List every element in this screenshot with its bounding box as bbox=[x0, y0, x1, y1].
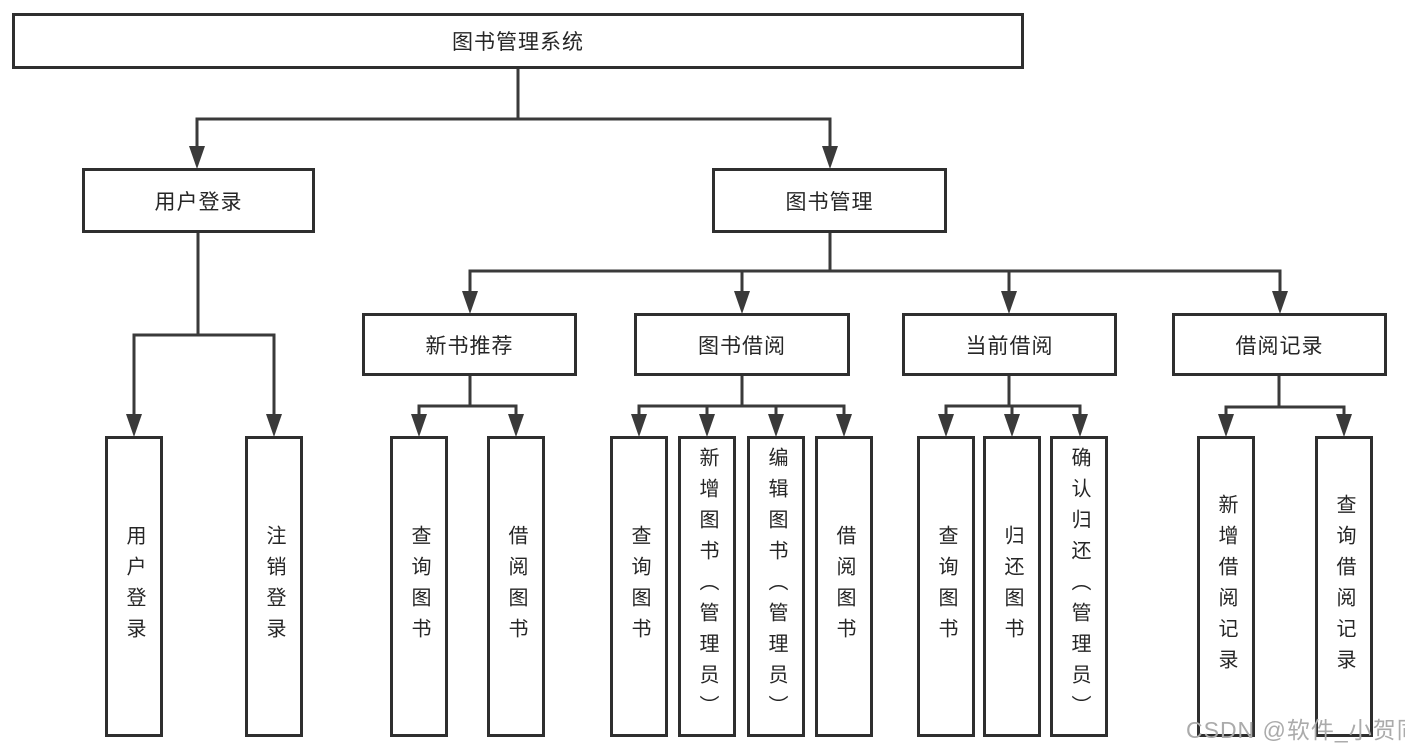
node-leaf-edit-books-admin: 编辑图书（管理员） bbox=[747, 436, 805, 737]
node-label: 用户登录 bbox=[154, 190, 243, 214]
node-borrowing-records: 借阅记录 bbox=[1172, 313, 1387, 376]
node-new-book-recommendation: 新书推荐 bbox=[362, 313, 577, 376]
connector-book-borrow-to-leaves bbox=[631, 374, 852, 437]
node-label: 借阅记录 bbox=[1235, 334, 1324, 358]
node-leaf-query-books-2: 查询图书 bbox=[610, 436, 668, 737]
node-library-management-system: 图书管理系统 bbox=[12, 13, 1024, 69]
node-book-borrowing: 图书借阅 bbox=[634, 313, 850, 376]
node-leaf-query-books-3: 查询图书 bbox=[917, 436, 975, 737]
node-label: 图书管理系统 bbox=[452, 31, 584, 54]
node-leaf-logout: 注销登录 bbox=[245, 436, 303, 737]
node-user-login: 用户登录 bbox=[82, 168, 315, 233]
node-label: 新书推荐 bbox=[425, 334, 514, 358]
node-label: 当前借阅 bbox=[965, 334, 1054, 358]
node-label: 借阅图书 bbox=[505, 524, 527, 649]
csdn-watermark: CSDN @软件_小贺同学 bbox=[1186, 717, 1405, 743]
node-label: 查询图书 bbox=[935, 524, 957, 649]
node-leaf-query-books-1: 查询图书 bbox=[390, 436, 448, 737]
node-label: 查询图书 bbox=[628, 524, 650, 649]
node-label: 新增图书（管理员） bbox=[696, 447, 718, 726]
node-label: 注销登录 bbox=[263, 524, 285, 649]
node-leaf-add-books-admin: 新增图书（管理员） bbox=[678, 436, 736, 737]
node-label: 借阅图书 bbox=[833, 524, 855, 649]
connector-new-book-to-leaves bbox=[411, 374, 524, 437]
node-current-borrowing: 当前借阅 bbox=[902, 313, 1117, 376]
connector-root-to-level2 bbox=[189, 67, 838, 169]
connector-user-login-to-leaves bbox=[126, 231, 282, 437]
node-label: 编辑图书（管理员） bbox=[765, 447, 787, 726]
node-label: 确认归还（管理员） bbox=[1068, 447, 1090, 726]
node-label: 新增借阅记录 bbox=[1215, 493, 1237, 680]
node-label: 归还图书 bbox=[1001, 524, 1023, 649]
node-leaf-add-borrow-record: 新增借阅记录 bbox=[1197, 436, 1255, 737]
node-label: 图书管理 bbox=[785, 190, 874, 214]
node-label: 用户登录 bbox=[123, 524, 145, 649]
connector-current-borrow-to-leaves bbox=[938, 374, 1088, 437]
node-label: 图书借阅 bbox=[698, 334, 786, 358]
node-leaf-borrow-books-1: 借阅图书 bbox=[487, 436, 545, 737]
node-label: 查询借阅记录 bbox=[1333, 493, 1355, 680]
connector-borrow-records-to-leaves bbox=[1218, 374, 1352, 437]
node-label: 查询图书 bbox=[408, 524, 430, 649]
node-leaf-user-login: 用户登录 bbox=[105, 436, 163, 737]
node-leaf-query-borrow-record: 查询借阅记录 bbox=[1315, 436, 1373, 737]
node-book-management: 图书管理 bbox=[712, 168, 947, 233]
connector-book-mgmt-to-level3 bbox=[462, 231, 1288, 314]
node-leaf-borrow-books-2: 借阅图书 bbox=[815, 436, 873, 737]
node-leaf-return-books: 归还图书 bbox=[983, 436, 1041, 737]
node-leaf-confirm-return-admin: 确认归还（管理员） bbox=[1050, 436, 1108, 737]
